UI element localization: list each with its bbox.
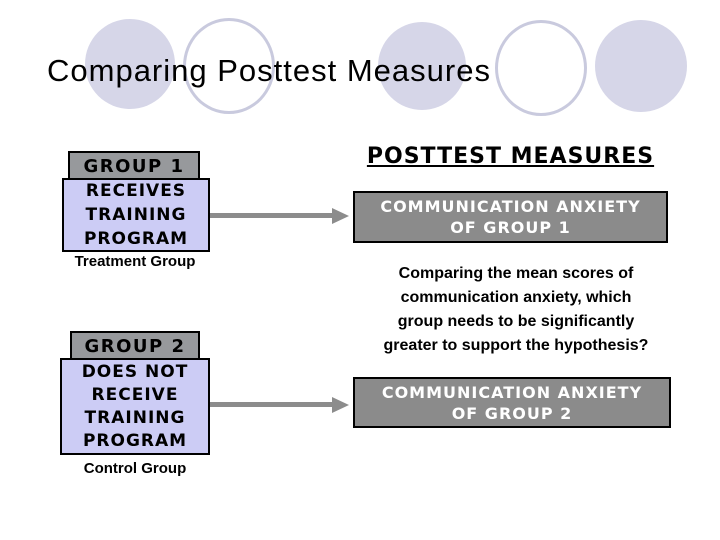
group1-header-box: GROUP 1 [68, 151, 200, 182]
circle-decoration-outline-2 [183, 18, 275, 114]
group2-control-box: DOES NOT RECEIVE TRAINING PROGRAM [60, 358, 210, 455]
group1-treatment-box: RECEIVES TRAINING PROGRAM [62, 178, 210, 252]
communication-anxiety-group1-box: COMMUNICATION ANXIETY OF GROUP 1 [353, 191, 668, 243]
control-group-caption: Control Group [83, 460, 187, 477]
slide-title: Comparing Posttest Measures [47, 53, 491, 88]
circle-decoration-filled-1 [85, 19, 175, 109]
circle-decoration-filled-3 [378, 22, 466, 110]
hypothesis-question-text: Comparing the mean scores of communicati… [383, 265, 649, 354]
communication-anxiety-group2-box: COMMUNICATION ANXIETY OF GROUP 2 [353, 377, 671, 428]
circle-decoration-outline-4 [495, 20, 587, 116]
right-arrow-icon-group1 [332, 208, 349, 224]
posttest-measures-heading: POSTTEST MEASURES [366, 144, 655, 169]
treatment-group-caption: Treatment Group [74, 253, 196, 270]
right-arrow-shaft-group2 [210, 402, 332, 407]
right-arrow-shaft-group1 [210, 213, 332, 218]
circle-decoration-filled-5 [595, 20, 687, 112]
right-arrow-icon-group2 [332, 397, 349, 413]
